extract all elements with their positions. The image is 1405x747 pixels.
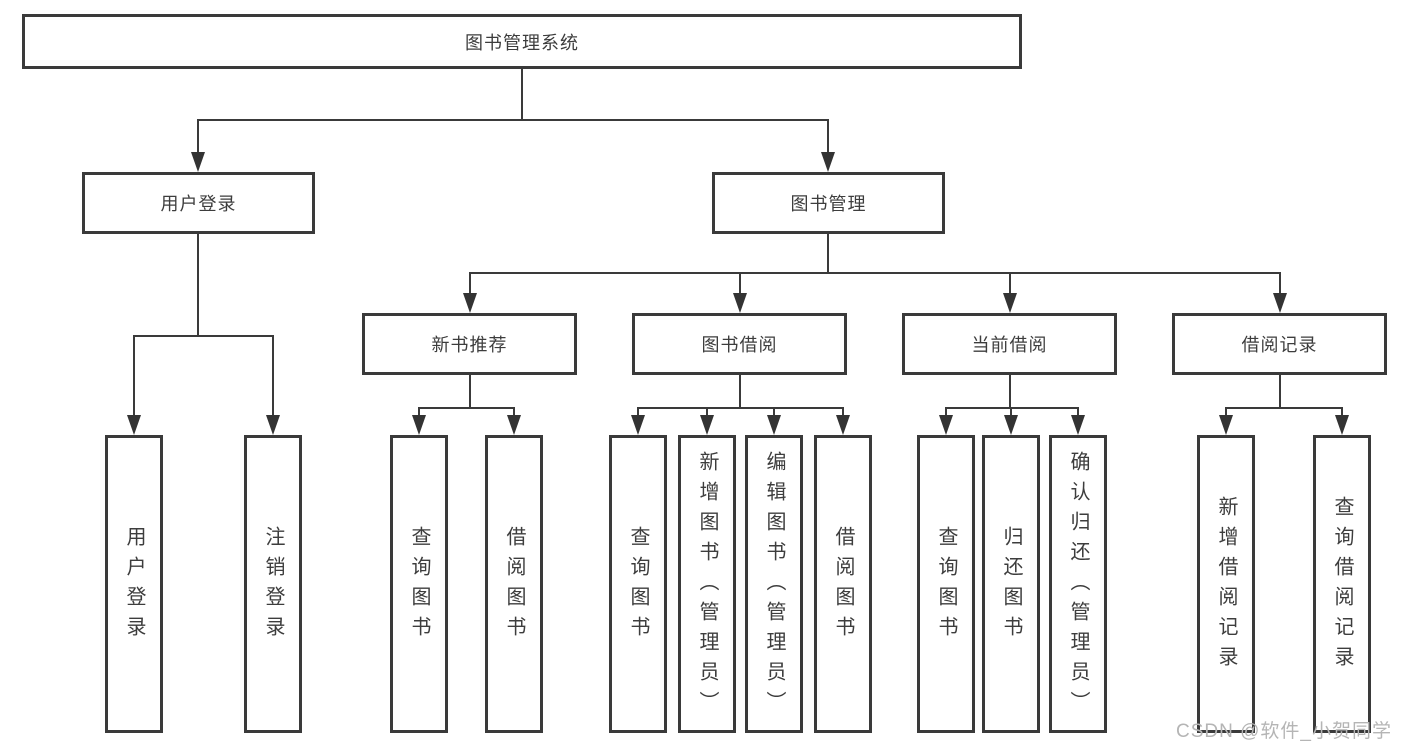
node-leaf-query-borrow-record: 查询借阅记录 bbox=[1313, 435, 1371, 733]
connector-line bbox=[1279, 375, 1281, 408]
connector-line bbox=[1009, 375, 1011, 408]
connector-line bbox=[197, 234, 199, 336]
node-borrowing-records: 借阅记录 bbox=[1172, 313, 1387, 375]
arrow-down-icon bbox=[1003, 293, 1017, 313]
connector-line bbox=[1010, 407, 1012, 418]
arrow-down-icon bbox=[412, 415, 426, 435]
csdn-watermark: CSDN @软件_小贺同学 bbox=[1176, 721, 1392, 742]
arrow-down-icon bbox=[631, 415, 645, 435]
connector-line bbox=[418, 407, 515, 409]
connector-line bbox=[418, 407, 420, 418]
connector-line bbox=[1341, 407, 1343, 418]
node-leaf-add-borrow-record: 新增借阅记录 bbox=[1197, 435, 1255, 733]
connector-line bbox=[945, 407, 1079, 409]
node-leaf-add-books-admin: 新增图书（管理员） bbox=[678, 435, 736, 733]
node-leaf-query-books-borrowing: 查询图书 bbox=[609, 435, 667, 733]
node-new-book-recommend: 新书推荐 bbox=[362, 313, 577, 375]
node-leaf-user-login: 用户登录 bbox=[105, 435, 163, 733]
node-leaf-logout: 注销登录 bbox=[244, 435, 302, 733]
node-current-borrowing: 当前借阅 bbox=[902, 313, 1117, 375]
connector-line bbox=[827, 119, 829, 156]
arrow-down-icon bbox=[127, 415, 141, 435]
connector-line bbox=[842, 407, 844, 418]
node-leaf-return-books: 归还图书 bbox=[982, 435, 1040, 733]
arrow-down-icon bbox=[836, 415, 850, 435]
arrow-down-icon bbox=[1273, 293, 1287, 313]
connector-line bbox=[739, 375, 741, 408]
node-book-management-branch: 图书管理 bbox=[712, 172, 945, 234]
connector-line bbox=[1279, 272, 1281, 296]
node-leaf-borrow-books-recommend: 借阅图书 bbox=[485, 435, 543, 733]
arrow-down-icon bbox=[1071, 415, 1085, 435]
connector-line bbox=[133, 335, 274, 337]
connector-line bbox=[513, 407, 515, 418]
connector-line bbox=[773, 407, 775, 418]
node-leaf-confirm-return-admin: 确认归还（管理员） bbox=[1049, 435, 1107, 733]
arrow-down-icon bbox=[191, 152, 205, 172]
connector-line bbox=[133, 335, 135, 418]
connector-line bbox=[1077, 407, 1079, 418]
connector-line bbox=[945, 407, 947, 418]
connector-line bbox=[1009, 272, 1011, 296]
connector-line bbox=[1225, 407, 1343, 409]
arrow-down-icon bbox=[700, 415, 714, 435]
connector-line bbox=[469, 375, 471, 408]
arrow-down-icon bbox=[733, 293, 747, 313]
connector-line bbox=[637, 407, 639, 418]
connector-line bbox=[469, 272, 1281, 274]
node-user-login-branch: 用户登录 bbox=[82, 172, 315, 234]
arrow-down-icon bbox=[463, 293, 477, 313]
arrow-down-icon bbox=[1219, 415, 1233, 435]
connector-line bbox=[272, 335, 274, 418]
arrow-down-icon bbox=[821, 152, 835, 172]
node-library-system-root: 图书管理系统 bbox=[22, 14, 1022, 69]
arrow-down-icon bbox=[1004, 415, 1018, 435]
arrow-down-icon bbox=[1335, 415, 1349, 435]
node-leaf-query-books-recommend: 查询图书 bbox=[390, 435, 448, 733]
arrow-down-icon bbox=[939, 415, 953, 435]
node-leaf-edit-books-admin: 编辑图书（管理员） bbox=[745, 435, 803, 733]
arrow-down-icon bbox=[266, 415, 280, 435]
connector-line bbox=[637, 407, 844, 409]
connector-line bbox=[197, 119, 199, 156]
connector-line bbox=[521, 69, 523, 120]
connector-line bbox=[827, 234, 829, 274]
node-leaf-borrow-books: 借阅图书 bbox=[814, 435, 872, 733]
arrow-down-icon bbox=[507, 415, 521, 435]
connector-line bbox=[1225, 407, 1227, 418]
connector-line bbox=[706, 407, 708, 418]
connector-line bbox=[197, 119, 829, 121]
connector-line bbox=[739, 272, 741, 296]
connector-line bbox=[469, 272, 471, 296]
node-leaf-query-books-current: 查询图书 bbox=[917, 435, 975, 733]
node-book-borrowing: 图书借阅 bbox=[632, 313, 847, 375]
arrow-down-icon bbox=[767, 415, 781, 435]
